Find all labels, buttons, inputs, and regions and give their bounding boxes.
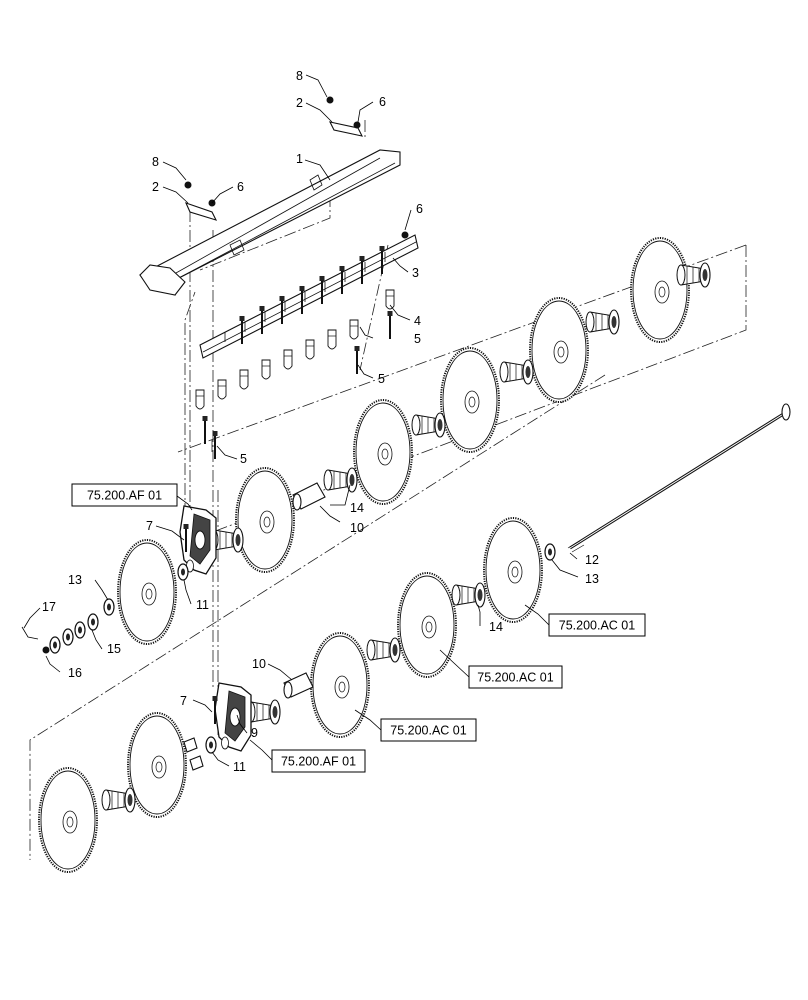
callout-1: 1 <box>296 152 303 166</box>
callout-8: 8 <box>152 155 159 169</box>
callout-11: 11 <box>196 598 209 612</box>
callouts: 8 2 6 1 8 2 6 6 3 4 5 5 5 7 14 10 11 13 … <box>42 69 599 774</box>
callout-7: 7 <box>180 694 187 708</box>
bearing-washer-lower <box>205 736 217 754</box>
callout-6: 6 <box>416 202 423 216</box>
callout-10: 10 <box>350 521 364 535</box>
callout-4: 4 <box>414 314 421 328</box>
ref-box-ac-right[interactable]: 75.200.AC 01 <box>548 613 646 637</box>
nut-6 <box>401 231 409 239</box>
callout-8: 8 <box>296 69 303 83</box>
callout-5: 5 <box>378 372 385 386</box>
ref-label: 75.200.AF 01 <box>87 489 162 503</box>
callout-6: 6 <box>237 180 244 194</box>
clamp-plate-top <box>326 96 364 137</box>
spacer-tube-lower <box>283 672 314 699</box>
ref-box-ac-mid[interactable]: 75.200.AC 01 <box>468 665 563 689</box>
callout-14: 14 <box>350 501 364 515</box>
bearing-hanger-lower <box>214 682 252 752</box>
end-hardware <box>21 598 115 654</box>
callout-5: 5 <box>414 332 421 346</box>
callout-11: 11 <box>233 760 246 774</box>
callout-2: 2 <box>296 96 303 110</box>
ref-box-ac-low[interactable]: 75.200.AC 01 <box>380 718 477 742</box>
spacer-tube-upper <box>292 482 326 511</box>
callout-13: 13 <box>585 572 599 586</box>
callout-5: 5 <box>240 452 247 466</box>
ref-label: 75.200.AC 01 <box>390 724 466 738</box>
ref-label: 75.200.AC 01 <box>477 671 553 685</box>
ref-label: 75.200.AC 01 <box>559 619 635 633</box>
callout-9: 9 <box>251 726 258 740</box>
clamp-plate-left <box>184 181 218 221</box>
callout-2: 2 <box>152 180 159 194</box>
upper-blades <box>117 237 690 645</box>
lower-clamp-parts <box>183 737 204 771</box>
gang-shaft <box>544 403 791 561</box>
ref-box-af-top[interactable]: 75.200.AF 01 <box>71 483 178 507</box>
callout-3: 3 <box>412 266 419 280</box>
callout-6: 6 <box>379 95 386 109</box>
callout-10: 10 <box>252 657 266 671</box>
bearing-washer-upper <box>177 563 189 581</box>
callout-7: 7 <box>146 519 153 533</box>
callout-17: 17 <box>42 600 56 614</box>
leader-lines <box>23 74 579 767</box>
frame-beam <box>139 149 401 296</box>
callout-13: 13 <box>68 573 82 587</box>
callout-16: 16 <box>68 666 82 680</box>
callout-14: 14 <box>489 620 503 634</box>
callout-12: 12 <box>585 553 599 567</box>
bracket-rail <box>199 234 419 359</box>
callout-15: 15 <box>107 642 121 656</box>
ref-label: 75.200.AF 01 <box>281 755 356 769</box>
ref-box-af-bottom[interactable]: 75.200.AF 01 <box>271 749 366 773</box>
